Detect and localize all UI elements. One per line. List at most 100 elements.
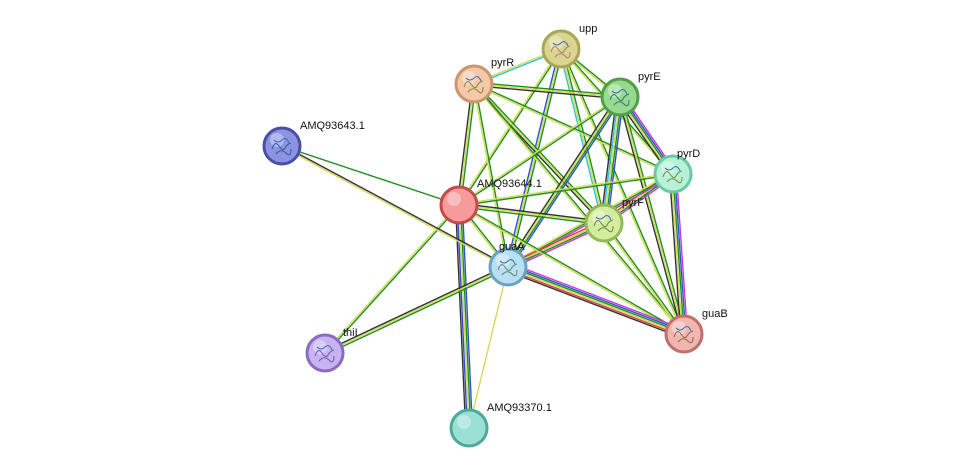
node-amq93644-1[interactable]: AMQ93644.1 (439, 178, 542, 225)
edge-pyre-amq93644-1[interactable] (457, 95, 622, 207)
edge-upp-guab[interactable] (559, 47, 686, 336)
edge-guaa-guab[interactable] (505, 262, 687, 339)
edge-strand (457, 205, 685, 336)
edge-pyre-guaa[interactable] (505, 94, 623, 270)
edge-guaa-thii[interactable] (323, 264, 510, 356)
edge-strand (668, 173, 682, 335)
node-label: pyrE (638, 71, 661, 83)
edge-strand (458, 203, 686, 334)
edge-strand (509, 97, 623, 270)
node-circle (653, 154, 693, 194)
edge-strand (603, 221, 686, 335)
edge-pyrr-guaa[interactable] (472, 83, 510, 268)
node-circle (541, 29, 581, 69)
edge-strand (472, 83, 508, 268)
node-guaa[interactable]: guaA (488, 241, 528, 287)
edge-amq93644-1-guab[interactable] (457, 203, 686, 336)
edge-strand (280, 146, 509, 269)
node-circle (664, 314, 704, 354)
edge-strand (507, 267, 685, 336)
edge-strand (454, 204, 467, 429)
edge-strand (472, 83, 685, 336)
edge-strand (505, 47, 561, 268)
edge-strand (458, 83, 475, 206)
edge-strand (458, 204, 605, 224)
protein-structure-icon (662, 166, 683, 184)
edge-pyrd-guab[interactable] (668, 173, 689, 335)
edge-strand (672, 173, 685, 335)
edge-strand (506, 95, 620, 268)
protein-structure-icon (497, 259, 518, 277)
node-upp[interactable]: upp (541, 23, 597, 69)
node-guab[interactable]: guaB (664, 308, 728, 354)
edge-strand (508, 263, 686, 333)
node-highlight (592, 210, 606, 224)
node-amq93643-1[interactable]: AMQ93643.1 (262, 120, 365, 166)
node-circle (449, 408, 489, 448)
edge-pyre-pyrf[interactable] (599, 95, 625, 225)
edge-strand (601, 96, 620, 224)
edge-pyre-guab[interactable] (617, 95, 687, 336)
node-highlight (313, 340, 327, 354)
edge-strand (473, 84, 621, 100)
edge-strand (603, 96, 621, 224)
edge-pyrr-amq93644-1[interactable] (456, 83, 477, 206)
node-amq93370-1[interactable]: AMQ93370.1 (449, 402, 552, 448)
node-thii[interactable]: thiI (305, 327, 358, 373)
edge-strand (458, 174, 674, 207)
node-label: thiI (343, 327, 358, 339)
edge-strand (325, 267, 510, 356)
edge-amq93643-1-guaa[interactable] (280, 144, 510, 269)
protein-structure-icon (673, 326, 694, 344)
edge-strand (674, 173, 687, 335)
node-label: AMQ93370.1 (487, 402, 552, 414)
edge-pyrd-amq93644-1[interactable] (458, 172, 674, 207)
node-label: pyrF (622, 197, 644, 209)
edge-strand (473, 82, 686, 335)
edge-strand (458, 172, 674, 205)
edge-strand (508, 262, 687, 331)
protein-structure-icon (463, 76, 484, 94)
edge-strand (560, 48, 605, 224)
edge-pyrf-guab[interactable] (602, 221, 686, 336)
edge-upp-pyrf[interactable] (558, 47, 607, 225)
protein-structure-icon (314, 345, 335, 363)
node-circle (454, 64, 494, 104)
edge-strand (606, 96, 625, 225)
edge-strand (281, 144, 510, 267)
edge-strand (458, 205, 605, 226)
edge-amq93644-1-amq93643-1[interactable] (281, 145, 460, 206)
edge-strand (459, 83, 477, 206)
node-label: AMQ93644.1 (477, 178, 542, 190)
node-label: AMQ93643.1 (300, 120, 365, 132)
node-label: guaB (702, 308, 728, 320)
edge-strand (472, 84, 604, 225)
node-pyrd[interactable]: pyrD (653, 148, 700, 194)
edge-strand (323, 264, 508, 353)
edge-strand (457, 95, 621, 205)
edge-pyrr-pyre[interactable] (473, 81, 621, 100)
edge-pyrf-amq93644-1[interactable] (458, 202, 605, 226)
node-pyre[interactable]: pyrE (600, 71, 661, 117)
edge-strand (561, 47, 686, 335)
protein-structure-icon (593, 215, 614, 233)
edge-strand (506, 268, 684, 338)
edge-pyrr-guab[interactable] (472, 82, 686, 336)
edge-layer (280, 47, 689, 429)
edge-strand (458, 202, 605, 223)
edge-amq93644-1-amq93370-1[interactable] (454, 204, 474, 429)
node-label: pyrR (491, 57, 514, 69)
edge-strand (617, 96, 684, 336)
node-highlight (447, 192, 461, 206)
edge-strand (474, 83, 510, 268)
node-highlight (549, 36, 563, 50)
edge-strand (675, 173, 689, 335)
edge-strand (602, 222, 685, 336)
node-pyrf[interactable]: pyrF (584, 197, 644, 243)
edge-strand (604, 96, 623, 224)
edge-guaa-amq93370-1[interactable] (468, 266, 509, 429)
edge-strand (619, 96, 685, 335)
node-circle (600, 77, 640, 117)
node-pyrr[interactable]: pyrR (454, 57, 514, 104)
